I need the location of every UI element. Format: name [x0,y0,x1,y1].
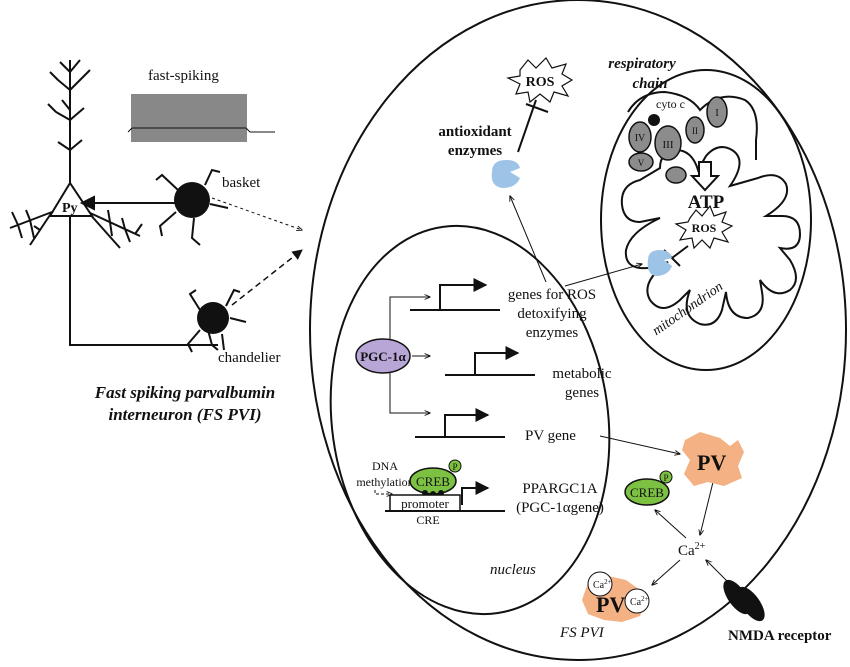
ppargc1a-line2: (PGC-1αgene) [516,500,604,516]
ros-label-mitochondrion: ROS [692,221,717,235]
complex-ii-label: II [692,126,698,136]
cell-name-label: FS PVI [559,625,605,641]
pv-label-cytoplasm: PV [697,450,726,475]
creb-label-cytoplasm: CREB [630,485,664,500]
cyto-c-molecule [648,114,660,126]
respiratory-chain-line2: chain [632,76,667,92]
pgc1a-label: PGC-1α [360,349,406,364]
basket-dotted-arrow [212,198,302,230]
gene-ros-detox-line2: detoxifying [517,306,587,322]
dna-methylation-arrow [375,490,392,494]
chandelier-dashed-arrow [232,250,302,305]
creb-label-nucleus: CREB [416,474,450,489]
creb-phospho-label-nucleus: P [452,462,457,472]
gene-to-mito-enzyme-arrow [565,264,642,286]
nucleus-name-label: nucleus [490,562,536,578]
pyramidal-label: Py [62,201,78,216]
ppargc1a-line1: PPARGC1A [522,481,597,497]
cyto-c-label: cyto c [656,97,685,111]
antioxidant-enzymes-line1: antioxidant [438,124,511,140]
dna-methylation-line2: methylation [356,475,413,489]
complex-v-stalk [666,167,686,183]
basket-label: basket [222,175,261,191]
neuron-caption-line2: interneuron (FS PVI) [108,405,261,424]
fast-spiking-label: fast-spiking [148,68,219,84]
gene-metabolic [445,353,535,375]
calcium-label: Ca2+ [678,541,706,559]
chandelier-soma [197,302,229,334]
neuron-caption-line1: Fast spiking parvalbumin [94,383,275,402]
nmda-receptor [718,575,770,625]
gene-metabolic-line2: genes [565,385,599,401]
ppargc1a-tss-arrow [462,488,488,505]
antioxidant-enzymes-line2: enzymes [448,143,502,159]
nmda-to-calcium-arrow [706,560,728,582]
ros-inhibition-cytoplasm [518,100,548,152]
gene-to-cytoplasm-enzyme-arrow [510,196,546,282]
dna-methylation-line1: DNA [372,459,398,473]
enzyme-cytoplasm [492,160,520,188]
creb-phospho-label-cytoplasm: P [663,473,668,483]
gene-pv-label: PV gene [525,428,576,444]
gene-metabolic-line1: metabolic [552,366,611,382]
pv-gene-to-pv-arrow [600,436,680,454]
respiratory-chain-line1: respiratory [608,56,676,72]
basket-soma [174,182,210,218]
promoter-label: promoter [401,496,449,511]
calcium-to-creb-arrow [655,510,686,538]
complex-i-label: I [715,108,718,119]
nucleus-envelope [306,208,634,633]
nmda-receptor-label: NMDA receptor [728,628,832,644]
complex-v-label: V [638,158,645,168]
gene-pv [415,415,505,437]
ros-label-cytoplasm: ROS [526,75,555,90]
pv-to-calcium-arrow [700,478,714,535]
complex-iv-label: IV [635,133,646,144]
fast-spiking-trace [128,94,275,142]
chandelier-label: chandelier [218,350,280,366]
cre-label: CRE [416,513,439,527]
gene-ros-detox-line3: enzymes [526,325,579,341]
gene-ros-detox-line1: genes for ROS [508,287,596,303]
complex-iii-label: III [663,139,674,151]
calcium-to-pv-bound-arrow [652,560,680,585]
